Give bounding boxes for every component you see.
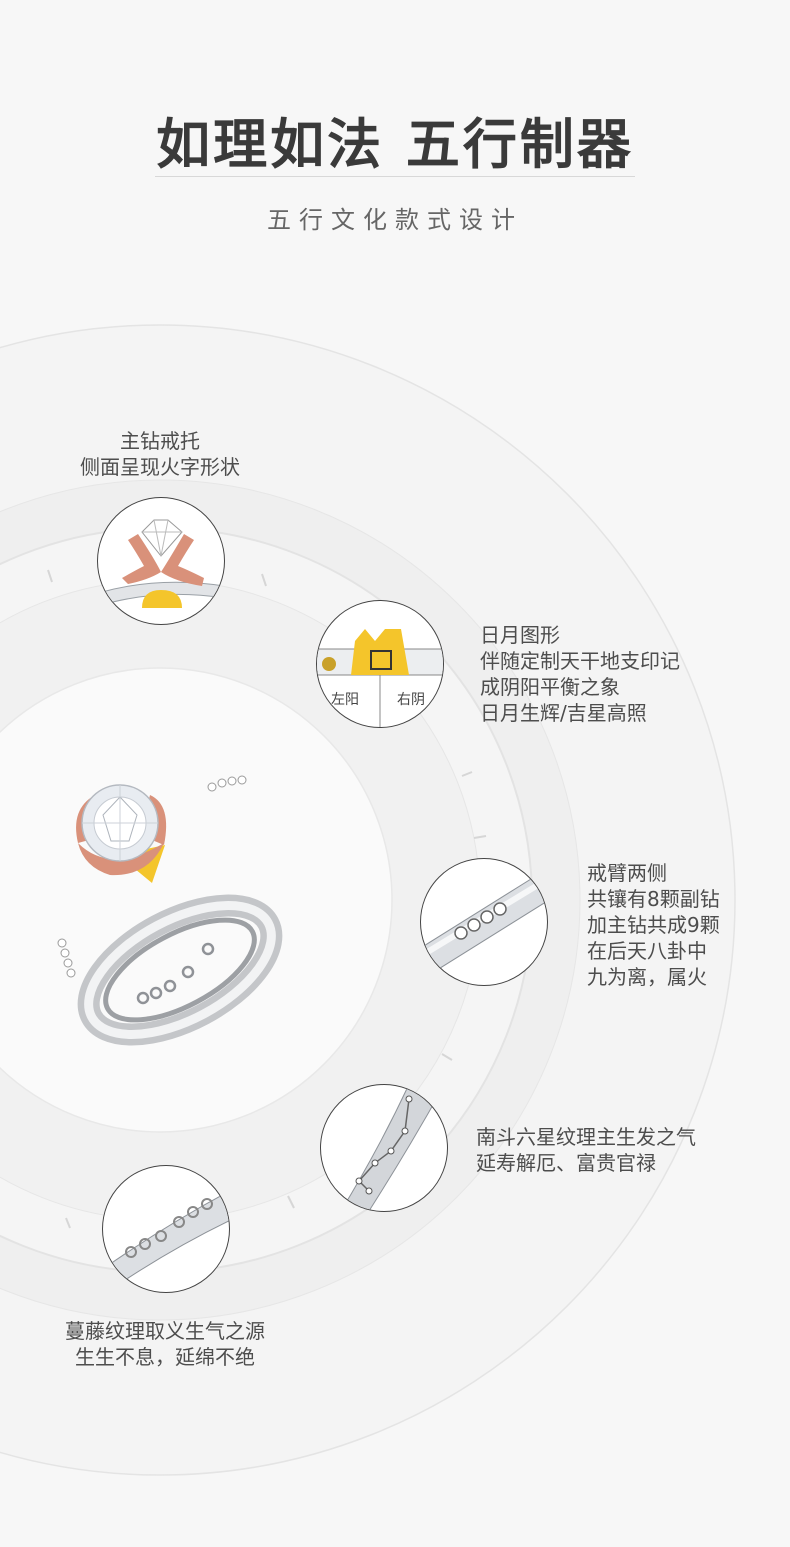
big-dipper-feature-line: 延寿解厄、富贵官禄 xyxy=(476,1151,656,1175)
vine-detail-image xyxy=(103,1190,229,1292)
sun-moon-feature-line: 日月图形 xyxy=(480,623,560,647)
side-stones-feature-line: 九为离，属火 xyxy=(587,965,707,989)
side-stones-feature-line: 加主钻共成9颗 xyxy=(587,913,720,937)
prong-feature-line: 侧面呈现火字形状 xyxy=(80,455,240,479)
side-stones-feature-text: 戒臂两侧 共镶有8颗副钻 加主钻共成9颗 在后天八卦中 九为离，属火 xyxy=(587,860,720,990)
sun-moon-detail-image xyxy=(317,629,443,727)
right-yin-label: 右阴 xyxy=(397,692,425,708)
prong-feature-line: 主钻戒托 xyxy=(120,429,200,453)
prong-detail-bubble xyxy=(97,497,225,625)
side-stones-feature-line: 共镶有8颗副钻 xyxy=(587,887,720,911)
sun-moon-feature-line: 伴随定制天干地支印记 xyxy=(480,649,680,673)
big-dipper-feature-text: 南斗六星纹理主生发之气 延寿解厄、富贵官禄 xyxy=(476,1124,696,1176)
vine-detail-bubble xyxy=(102,1165,230,1293)
ring-product-image xyxy=(57,775,283,1046)
vine-feature-line: 蔓藤纹理取义生气之源 xyxy=(65,1319,265,1343)
title-divider xyxy=(155,176,635,177)
sun-moon-feature-line: 成阴阳平衡之象 xyxy=(480,675,620,699)
side-stones-feature-line: 在后天八卦中 xyxy=(587,939,707,963)
big-dipper-feature-line: 南斗六星纹理主生发之气 xyxy=(476,1125,696,1149)
page-title: 如理如法 五行制器 xyxy=(156,113,634,176)
left-yang-label: 左阳 xyxy=(331,692,359,708)
big-dipper-detail-bubble xyxy=(320,1084,448,1212)
vine-feature-text: 蔓藤纹理取义生气之源 生生不息，延绵不绝 xyxy=(40,1318,290,1370)
vine-feature-line: 生生不息，延绵不绝 xyxy=(75,1345,255,1369)
sun-moon-feature-line: 日月生辉/吉星高照 xyxy=(480,701,647,725)
prong-feature-text: 主钻戒托 侧面呈现火字形状 xyxy=(60,428,260,480)
sun-moon-detail-bubble: 左阳 右阴 xyxy=(316,600,444,728)
page-subtitle: 五行文化款式设计 xyxy=(267,206,523,234)
side-stones-detail-bubble xyxy=(420,858,548,986)
side-stones-detail-image xyxy=(421,868,547,981)
side-stones-feature-line: 戒臂两侧 xyxy=(587,861,667,885)
sun-moon-feature-text: 日月图形 伴随定制天干地支印记 成阴阳平衡之象 日月生辉/吉星高照 xyxy=(480,622,680,726)
big-dipper-detail-image xyxy=(340,1085,445,1211)
prong-detail-image xyxy=(98,519,224,608)
